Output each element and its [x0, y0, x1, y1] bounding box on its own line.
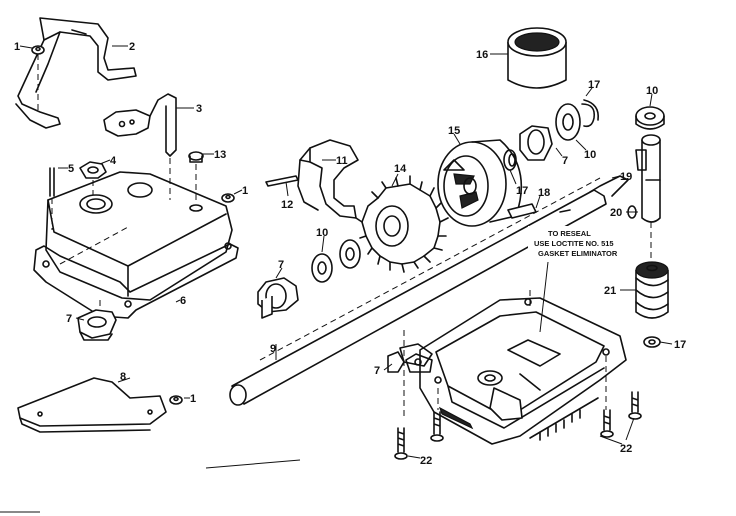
part-7-bushing-left	[77, 309, 117, 341]
gearbox-housing	[399, 290, 627, 445]
part-22-screws	[394, 391, 642, 460]
part-4-nut	[79, 161, 107, 202]
callout-16: 16	[476, 49, 488, 61]
part-7-bushing-right	[519, 125, 553, 161]
callout-15: 15	[448, 125, 460, 137]
callout-7-right: 7	[562, 155, 568, 167]
part-14-gear	[355, 175, 449, 273]
part-6-cover	[33, 171, 239, 326]
part-11-shift-fork	[297, 139, 359, 219]
part-19-worm-shaft	[635, 134, 661, 262]
callout-8: 8	[120, 371, 126, 383]
callout-1-bottom: 1	[190, 393, 196, 405]
part-2-bracket	[15, 17, 137, 129]
callout-11: 11	[336, 155, 348, 167]
part-9-shaft	[229, 175, 629, 406]
callout-13: 13	[214, 149, 226, 161]
callout-22-left: 22	[420, 455, 432, 467]
callout-10-right: 10	[584, 149, 596, 161]
callout-20: 20	[610, 207, 622, 219]
part-7-bushing-housing	[387, 351, 405, 373]
callout-19: 19	[620, 171, 632, 183]
callout-6: 6	[180, 295, 186, 307]
callout-17-mid: 17	[516, 185, 528, 197]
part-1-washer-top	[31, 45, 45, 110]
part-15-clutch	[437, 139, 523, 227]
callout-9: 9	[270, 343, 276, 355]
part-10-washer-far-right	[635, 106, 665, 130]
callout-22-right: 22	[620, 443, 632, 455]
note-line-3: GASKET ELIMINATOR	[538, 249, 618, 258]
part-16-sleeve	[507, 27, 567, 89]
callout-12: 12	[281, 199, 293, 211]
callout-2: 2	[129, 41, 135, 53]
reseal-note	[528, 226, 622, 333]
part-21-worm	[635, 261, 669, 319]
note-line-1: TO RESEAL	[548, 229, 591, 238]
part-1-washer-mid	[221, 193, 235, 203]
part-10-washer-right	[555, 103, 581, 141]
callout-1-mid: 1	[242, 185, 248, 197]
callout-labels: 1 2 3 4 5 13 1 11 12 14 10 7 15 17 16 17…	[14, 41, 686, 467]
part-10-washers-mid	[311, 239, 361, 283]
part-5-screw	[49, 167, 55, 230]
leader-lines	[0, 45, 673, 513]
part-7-bushing-mid	[257, 277, 299, 319]
callout-7-left: 7	[66, 313, 72, 325]
part-17-ring-mid	[503, 149, 517, 171]
callout-7-housing: 7	[374, 365, 380, 377]
callout-10-far-right: 10	[646, 85, 658, 97]
callout-4: 4	[110, 155, 117, 167]
part-17-clip-top	[581, 99, 600, 128]
callout-14: 14	[394, 163, 407, 175]
callout-5: 5	[68, 163, 74, 175]
callout-1-top: 1	[14, 41, 20, 53]
callout-7-mid: 7	[278, 259, 284, 271]
part-17-ring-bottom	[643, 336, 661, 348]
callout-17-top: 17	[588, 79, 600, 91]
reseal-note-text: TO RESEAL USE LOCTITE NO. 515 GASKET ELI…	[534, 229, 618, 258]
callout-10-mid: 10	[316, 227, 328, 239]
part-1-washer-bottom	[169, 395, 183, 405]
note-line-2: USE LOCTITE NO. 515	[534, 239, 614, 248]
part-3-lever	[103, 93, 177, 200]
callout-17-bottom: 17	[674, 339, 686, 351]
part-8-plate	[17, 377, 167, 433]
callout-3: 3	[196, 103, 202, 115]
part-12-pin	[265, 175, 299, 187]
callout-21: 21	[604, 285, 616, 297]
part-18-key	[507, 203, 537, 219]
callout-18: 18	[538, 187, 550, 199]
